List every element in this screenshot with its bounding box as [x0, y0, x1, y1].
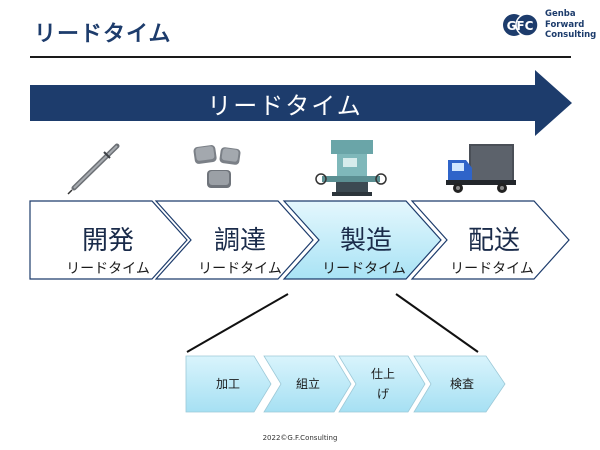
milling-machine-icon — [315, 140, 387, 196]
stage-title-manufacturing: 製造 — [339, 226, 392, 256]
stage-title-development: 開発 — [81, 226, 134, 256]
title-divider — [30, 56, 571, 58]
step-label-assembly: 組立 — [295, 377, 320, 391]
stage-chevron-manufacturing — [282, 200, 442, 280]
mechanical-pencil-icon — [67, 143, 120, 195]
stage-title-procurement: 調達 — [213, 226, 266, 256]
logo-mark-text: GFC — [507, 19, 534, 33]
step-label-inspection: 検査 — [449, 377, 474, 391]
stage-sub-development: リードタイム — [66, 261, 150, 277]
delivery-truck-icon — [446, 144, 516, 193]
footer-copyright: 2022©G.F.Consulting — [262, 434, 338, 442]
logo-wordmark: Genba Forward Consulting — [545, 9, 596, 41]
page-title: リードタイム — [34, 22, 172, 47]
step-chevron-assembly — [263, 355, 352, 413]
gfc-logo: GFC Genba Forward Consulting — [502, 6, 596, 44]
banner-label: リードタイム — [207, 92, 363, 120]
stage-title-delivery: 配送 — [467, 226, 520, 256]
metal-parts-icon — [193, 145, 241, 188]
step-label-finishing: 仕上 げ — [370, 367, 395, 401]
logo-line-2: Forward — [545, 19, 585, 30]
zoom-line-right — [395, 293, 479, 353]
stage-chevron-delivery — [410, 200, 570, 280]
step-chevron-machining — [185, 355, 272, 413]
stage-sub-procurement: リードタイム — [198, 261, 282, 277]
stage-sub-manufacturing: リードタイム — [322, 261, 406, 277]
stage-chevron-procurement — [154, 200, 314, 280]
stage-sub-delivery: リードタイム — [450, 261, 534, 277]
banner-arrow — [30, 70, 572, 136]
gfc-logo-mark-icon: GFC — [503, 13, 539, 37]
step-label-machining: 加工 — [215, 377, 240, 391]
stage-chevron-development — [29, 200, 188, 280]
step-chevron-inspection — [413, 355, 506, 413]
logo-line-1: Genba — [545, 9, 576, 19]
step-chevron-finishing — [338, 355, 426, 413]
logo-line-3: Consulting — [545, 30, 597, 40]
zoom-line-left — [186, 293, 289, 353]
